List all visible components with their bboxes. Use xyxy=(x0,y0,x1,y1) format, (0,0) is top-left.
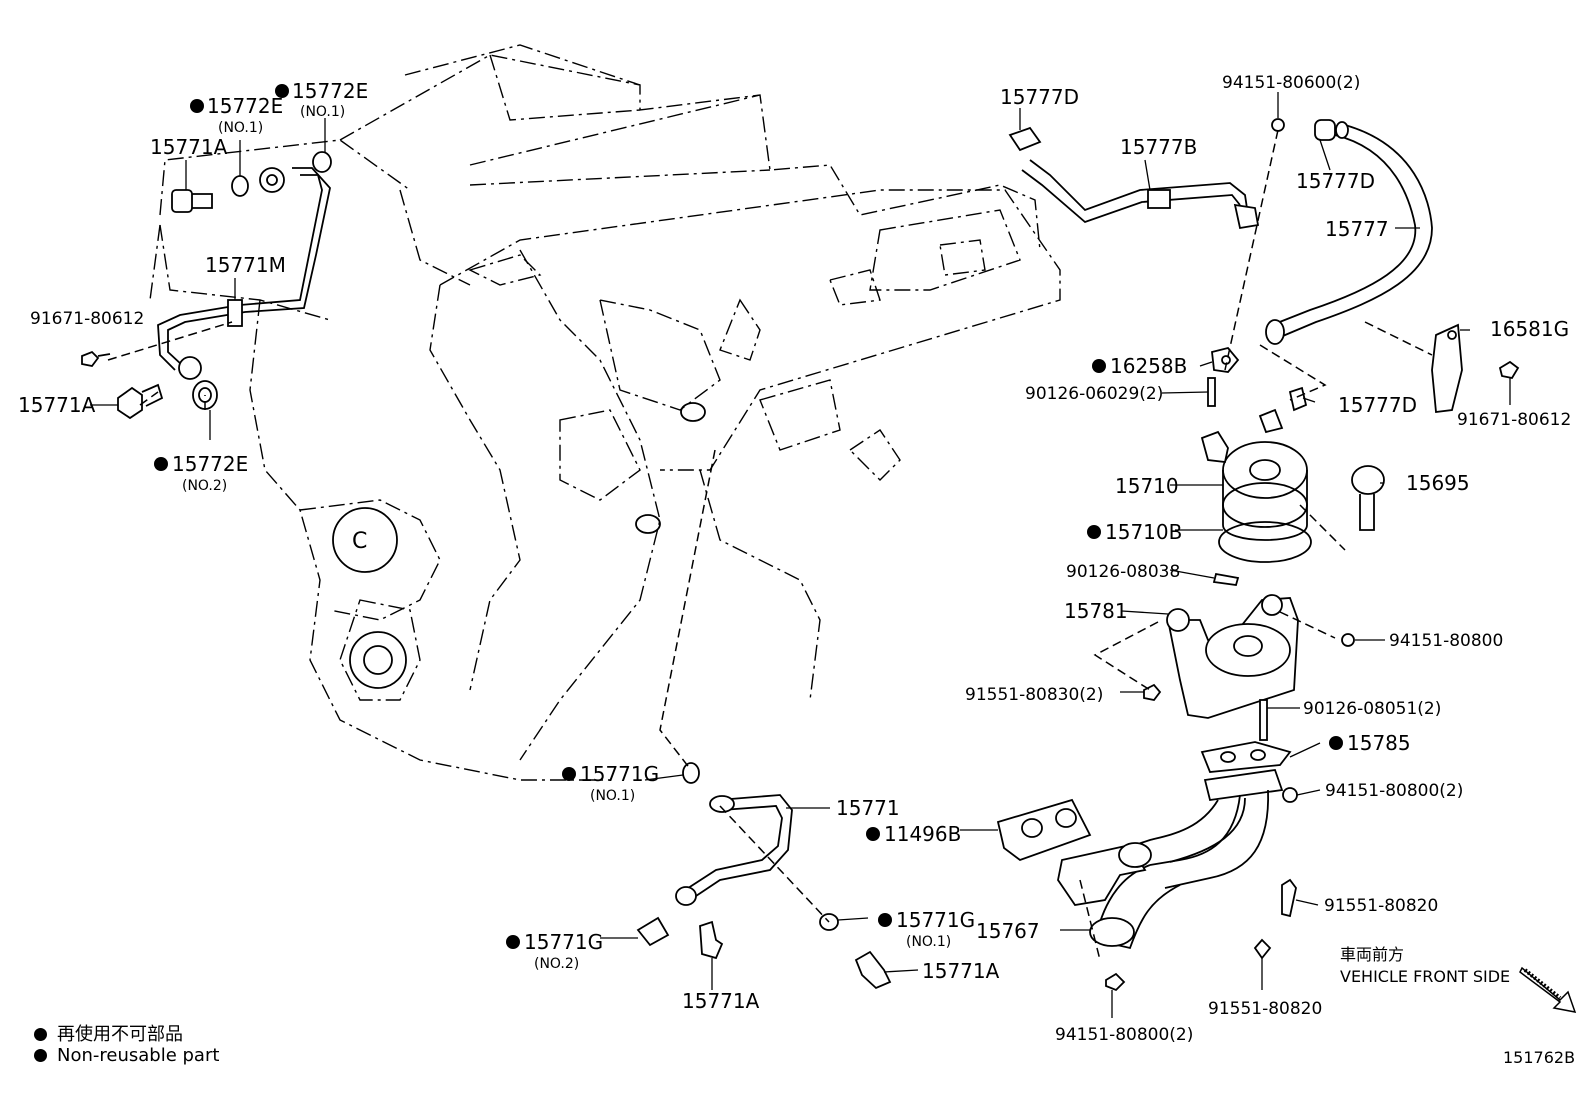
front-side-jp: 車両前方 xyxy=(1340,945,1405,964)
label-15771G-no1-a: 15771G xyxy=(580,762,659,786)
label-91551-80820-a: 91551-80820 xyxy=(1324,896,1438,916)
label-15772E-mid: 15772E xyxy=(207,94,283,118)
label-90126-08038: 90126-08038 xyxy=(1066,562,1180,582)
label-15710B: 15710B xyxy=(1105,520,1182,544)
legend-jp-text: 再使用不可部品 xyxy=(57,1024,183,1045)
label-16581G: 16581G xyxy=(1490,317,1569,341)
label-15771: 15771 xyxy=(836,796,900,820)
label-15777B: 15777B xyxy=(1120,135,1197,159)
label-15771G-no2: 15771G xyxy=(524,930,603,954)
air-valve-assembly xyxy=(1200,408,1385,586)
front-side-arrow-icon xyxy=(1519,966,1577,1013)
svg-text:C: C xyxy=(352,529,367,554)
label-91671-left: 91671-80612 xyxy=(30,309,144,329)
non-reusable-bullet xyxy=(866,827,880,841)
diagram-id: 151762B xyxy=(1503,1048,1576,1067)
label-15771G-no2-note: (NO.2) xyxy=(534,956,579,972)
label-94151-80600: 94151-80600(2) xyxy=(1222,73,1360,93)
label-94151-80800-c: 94151-80800(2) xyxy=(1055,1025,1193,1045)
label-15771G-no1-b-note: (NO.1) xyxy=(906,934,951,950)
label-90126-06029: 90126-06029(2) xyxy=(1025,384,1163,404)
non-reusable-bullet xyxy=(1087,525,1101,539)
non-reusable-bullet xyxy=(190,99,204,113)
vehicle-front-side-note: 車両前方 VEHICLE FRONT SIDE xyxy=(1340,944,1510,988)
upper-oil-pipe-assembly xyxy=(81,151,332,420)
non-reusable-bullet xyxy=(1092,359,1106,373)
label-15772E-top-note: (NO.1) xyxy=(300,104,345,120)
label-15771A-top: 15771A xyxy=(150,135,228,159)
engine-outline: C xyxy=(149,44,1061,781)
label-15771A-bottom: 15771A xyxy=(682,989,760,1013)
label-15772E-no2-note: (NO.2) xyxy=(182,478,227,494)
label-90126-08051: 90126-08051(2) xyxy=(1303,699,1441,719)
legend-en-text: Non-reusable part xyxy=(57,1045,220,1066)
non-reusable-bullet xyxy=(506,935,520,949)
label-15771A-mid: 15771A xyxy=(922,959,1000,983)
air-injection-pipe xyxy=(996,741,1298,992)
label-15772E-top: 15772E xyxy=(292,79,368,103)
non-reusable-bullet xyxy=(275,84,289,98)
part-labels: 15772E (NO.1) 15772E (NO.1) 15771A 15771… xyxy=(18,73,1571,1045)
label-15771M: 15771M xyxy=(205,253,286,277)
non-reusable-bullet xyxy=(1329,736,1343,750)
label-15785: 15785 xyxy=(1347,731,1411,755)
label-15781: 15781 xyxy=(1064,599,1128,623)
label-15695: 15695 xyxy=(1406,471,1470,495)
assembly-dash-lines xyxy=(107,129,1433,961)
air-valve-bracket xyxy=(1143,594,1355,741)
non-reusable-bullet xyxy=(562,767,576,781)
label-15771G-no1-a-note: (NO.1) xyxy=(590,788,635,804)
label-16258B: 16258B xyxy=(1110,354,1187,378)
label-15777D-right: 15777D xyxy=(1296,169,1375,193)
bullet-icon xyxy=(34,1028,47,1041)
leader-lines xyxy=(90,92,1511,1018)
label-15710: 15710 xyxy=(1115,474,1179,498)
label-91671-right: 91671-80612 xyxy=(1457,410,1571,430)
label-15771A-left: 15771A xyxy=(18,393,96,417)
label-15777: 15777 xyxy=(1325,217,1389,241)
lower-oil-pipe-assembly xyxy=(636,762,892,990)
label-15777D-low: 15777D xyxy=(1338,393,1417,417)
label-91551-80830: 91551-80830(2) xyxy=(965,685,1103,705)
bullet-icon xyxy=(34,1049,47,1062)
non-reusable-bullet xyxy=(154,457,168,471)
label-15772E-mid-note: (NO.1) xyxy=(218,120,263,136)
label-15772E-no2: 15772E xyxy=(172,452,248,476)
legend-non-reusable-en: Non-reusable part xyxy=(34,1045,219,1066)
label-15777D-top: 15777D xyxy=(1000,85,1079,109)
front-side-en: VEHICLE FRONT SIDE xyxy=(1340,967,1511,986)
label-15767: 15767 xyxy=(976,919,1040,943)
label-11496B: 11496B xyxy=(884,822,961,846)
label-15771G-no1-b: 15771G xyxy=(896,908,975,932)
label-94151-80800-a: 94151-80800 xyxy=(1389,631,1503,651)
label-91551-80820-b: 91551-80820 xyxy=(1208,999,1322,1019)
legend-non-reusable-jp: 再使用不可部品 xyxy=(34,1020,183,1046)
air-hose-assembly xyxy=(1008,118,1520,414)
label-94151-80800-b: 94151-80800(2) xyxy=(1325,781,1463,801)
non-reusable-bullet xyxy=(878,913,892,927)
